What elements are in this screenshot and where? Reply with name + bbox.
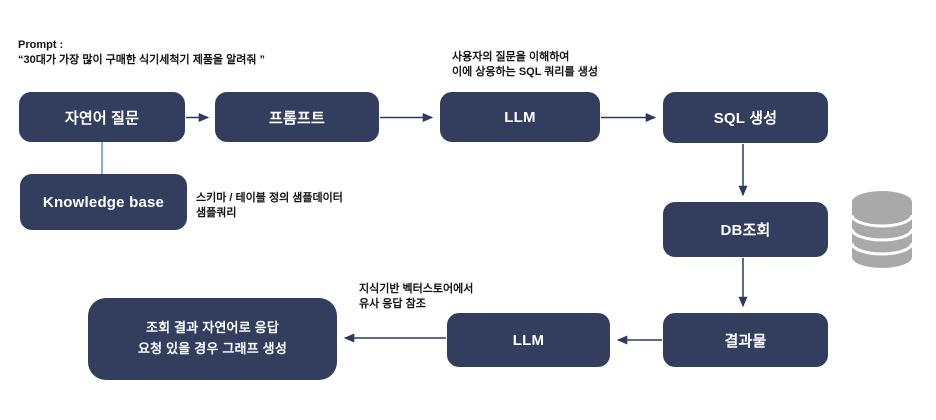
- node-llm-top: LLM: [440, 92, 600, 142]
- node-final-answer-line2: 요청 있을 경우 그래프 생성: [137, 341, 287, 356]
- node-natural-language-question-label: 자연어 질문: [64, 109, 140, 127]
- node-natural-language-question: 자연어 질문: [19, 92, 185, 142]
- llm-bottom-annotation: 지식기반 벡터스토어에서 유사 응답 참조: [359, 282, 473, 312]
- prompt-example-note-line1: Prompt :: [18, 39, 64, 51]
- node-llm-top-label: LLM: [504, 108, 536, 126]
- node-final-answer-line1: 조회 결과 자연어로 응답: [145, 320, 280, 336]
- llm-bottom-annotation-line1: 지식기반 벡터스토어에서: [359, 283, 474, 295]
- node-llm-bottom-label: LLM: [512, 331, 545, 349]
- node-knowledge-base-label: Knowledge base: [42, 193, 165, 211]
- node-db-query: DB조회: [663, 202, 828, 257]
- knowledge-base-annotation-line2: 샘플쿼리: [196, 207, 237, 220]
- knowledge-base-annotation-line1: 스키마 / 테이블 정의 샘플데이터: [196, 192, 343, 204]
- node-sql-generation-label: SQL 생성: [713, 110, 778, 127]
- node-prompt: 프롬프트: [215, 92, 379, 142]
- node-db-query-label: DB조회: [720, 222, 771, 239]
- node-llm-bottom: LLM: [447, 313, 610, 367]
- node-sql-generation: SQL 생성: [663, 92, 828, 143]
- llm-top-annotation-line1: 사용자의 질문을 이해하여: [452, 51, 570, 63]
- llm-bottom-annotation-line2: 유사 응답 참조: [359, 298, 426, 311]
- node-result: 결과물: [663, 313, 828, 367]
- node-prompt-label: 프롬프트: [268, 109, 325, 127]
- knowledge-base-annotation: 스키마 / 테이블 정의 샘플데이터 샘플쿼리: [196, 191, 343, 221]
- node-result-label: 결과물: [724, 332, 767, 350]
- node-final-answer: 조회 결과 자연어로 응답 요청 있을 경우 그래프 생성: [88, 298, 337, 380]
- prompt-example-note-line2: “30대가 가장 많이 구매한 식기세척기 제품을 알려줘 ”: [18, 54, 266, 67]
- database-cylinder-icon: [850, 191, 914, 268]
- prompt-example-note: Prompt : “30대가 가장 많이 구매한 식기세척기 제품을 알려줘 ”: [18, 38, 265, 68]
- llm-top-annotation-line2: 이에 상응하는 SQL 쿼리를 생성: [452, 66, 598, 79]
- llm-top-annotation: 사용자의 질문을 이해하여 이에 상응하는 SQL 쿼리를 생성: [452, 50, 598, 80]
- node-knowledge-base: Knowledge base: [20, 174, 187, 230]
